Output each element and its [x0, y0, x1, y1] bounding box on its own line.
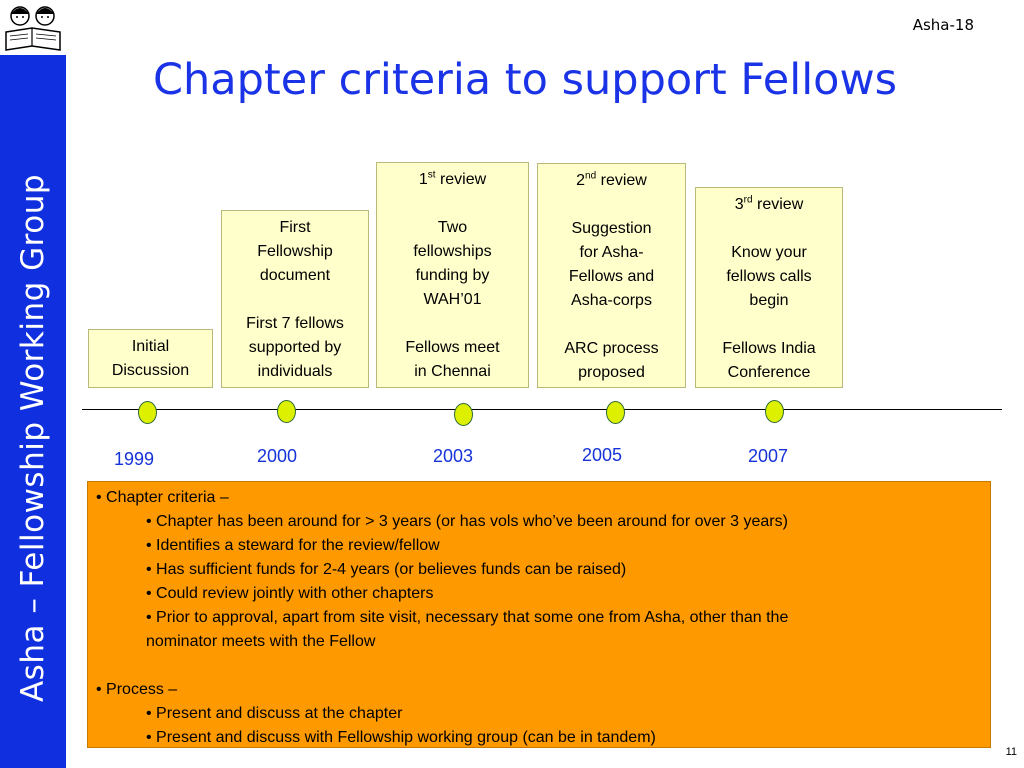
timeline-line [82, 409, 1002, 410]
timeline-dot-2003 [454, 403, 473, 426]
line-gap [696, 313, 842, 337]
milestone-line: individuals [257, 363, 333, 380]
page-number: 11 [1005, 746, 1017, 758]
milestone-line: Initial [131, 338, 170, 355]
milestone-line: Two [437, 219, 468, 236]
milestone-line: funding by [415, 267, 490, 284]
sidebar-label: Asha – Fellowship Working Group [15, 173, 51, 703]
milestone-line: Asha-corps [571, 292, 652, 309]
process-item: • Present and discuss with Fellowship wo… [146, 729, 656, 746]
milestone-line: ARC process [564, 340, 659, 357]
line-gap [377, 192, 528, 216]
slide-id: Asha-18 [912, 16, 974, 34]
milestone-line: Fellows and [568, 268, 655, 285]
timeline-dot-2000 [277, 400, 296, 423]
criteria-item: • Could review jointly with other chapte… [146, 585, 434, 602]
milestone-line: supported by [248, 339, 342, 356]
criteria-panel: • Chapter criteria – • Chapter has been … [87, 481, 991, 748]
criteria-heading: • Chapter criteria – [96, 489, 229, 506]
line-gap [377, 312, 528, 336]
criteria-item: • Has sufficient funds for 2-4 years (or… [146, 561, 627, 578]
milestone-line: document [259, 267, 331, 284]
criteria-item: nominator meets with the Fellow [146, 633, 376, 650]
asha-logo [0, 0, 66, 54]
year-label-2005: 2005 [582, 445, 623, 465]
process-heading: • Process – [96, 681, 178, 698]
milestone-line: First [279, 219, 311, 236]
spacer [96, 654, 982, 678]
milestone-line: Fellowship [257, 243, 333, 260]
milestone-line: Suggestion [571, 220, 652, 237]
year-label-1999: 1999 [114, 449, 155, 469]
year-label-2007: 2007 [748, 446, 789, 466]
line-gap [538, 193, 685, 217]
milestone-line: Fellows India [722, 340, 816, 357]
milestone-line: Discussion [111, 362, 190, 379]
milestone-line: First 7 fellows [246, 315, 344, 332]
milestone-line: Conference [727, 364, 811, 381]
line-gap [538, 313, 685, 337]
milestone-line: Know your [731, 244, 807, 261]
milestone-line: WAH’01 [423, 291, 482, 308]
milestone-heading: 1st review [418, 169, 487, 188]
process-item: • Present and discuss at the chapter [146, 705, 403, 722]
milestone-line: Fellows meet [405, 339, 500, 356]
timeline-dot-2007 [765, 400, 784, 423]
timeline-dot-1999 [138, 401, 157, 424]
slide-title: Chapter criteria to support Fellows [153, 55, 898, 105]
milestone-heading: 3rd review [734, 194, 804, 213]
milestone-line: fellowships [413, 243, 492, 260]
timeline-dot-2005 [606, 401, 625, 424]
milestone-heading: 2nd review [576, 170, 647, 189]
sidebar-band: Asha – Fellowship Working Group [0, 55, 66, 768]
year-label-2003: 2003 [433, 446, 474, 466]
milestone-line: in Chennai [414, 363, 491, 380]
milestone-line: begin [749, 292, 789, 309]
milestone-line: fellows calls [726, 268, 812, 285]
criteria-item: • Identifies a steward for the review/fe… [146, 537, 440, 554]
line-gap [222, 288, 368, 312]
year-label-2000: 2000 [257, 446, 298, 466]
line-gap [696, 217, 842, 241]
criteria-item: • Prior to approval, apart from site vis… [146, 609, 789, 626]
criteria-item: • Chapter has been around for > 3 years … [146, 513, 788, 530]
milestone-line: proposed [578, 364, 645, 381]
milestone-line: for Asha- [579, 244, 644, 261]
